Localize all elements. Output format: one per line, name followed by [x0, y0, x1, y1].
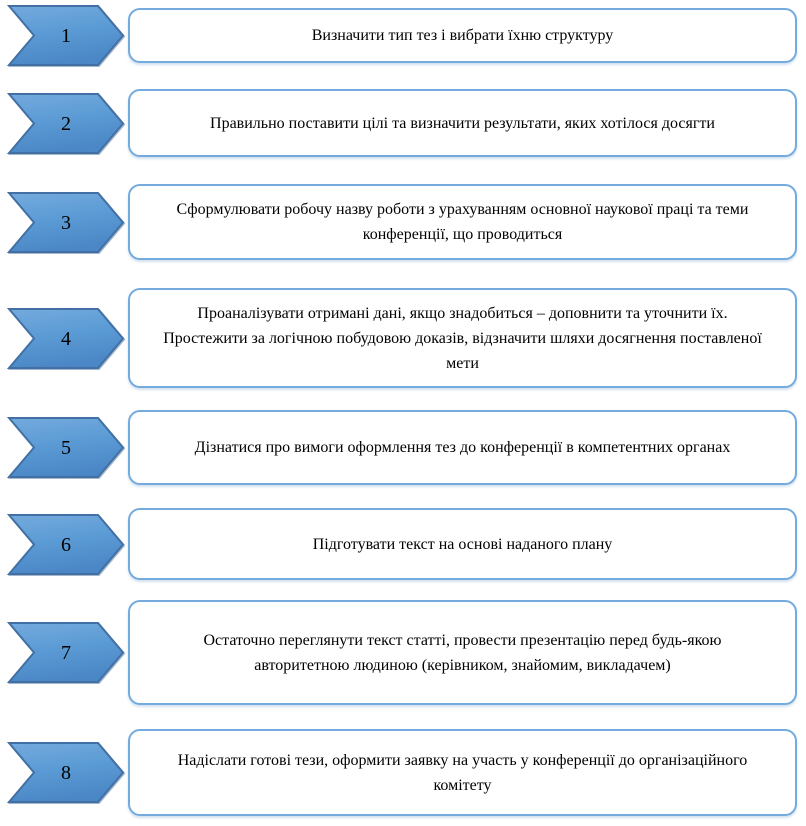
chevron-arrow-icon [7, 742, 125, 803]
step-row-6: 6 Підготувати текст на основі наданого п… [0, 508, 806, 580]
step-text: Сформулювати робочу назву роботи з ураху… [176, 201, 749, 243]
step-row-1: 1 Визначити тип тез і вибрати їхню струк… [0, 5, 806, 66]
step-4-box: Проаналізувати отримані дані, якщо знадо… [128, 288, 797, 388]
chevron-arrow-icon [7, 417, 125, 478]
step-1-box: Визначити тип тез і вибрати їхню структу… [128, 8, 797, 63]
step-number: 6 [61, 533, 71, 556]
step-text: Правильно поставити цілі та визначити ре… [210, 114, 715, 132]
step-text: Остаточно переглянути текст статті, пров… [203, 631, 722, 674]
step-text: Визначити тип тез і вибрати їхню структу… [311, 27, 614, 44]
chevron-arrow-icon [7, 307, 125, 369]
step-6-arrow: 6 [7, 513, 125, 576]
step-6-box: Підготувати текст на основі наданого пла… [128, 508, 797, 580]
step-row-5: 5 Дізнатися про вимоги оформлення тез до… [0, 410, 806, 485]
step-row-8: 8 Надіслати готові тези, оформити заявку… [0, 729, 806, 816]
step-7-arrow: 7 [7, 621, 125, 684]
step-text: Дізнатися про вимоги оформлення тез до к… [194, 439, 731, 456]
step-text: Підготувати текст на основі наданого пла… [312, 535, 613, 553]
chevron-arrow-icon [7, 92, 125, 154]
chevron-arrow-icon [7, 513, 125, 575]
step-text: Надіслати готові тези, оформити заявку н… [177, 751, 748, 794]
step-3-box: Сформулювати робочу назву роботи з ураху… [128, 184, 797, 260]
step-7-box: Остаточно переглянути текст статті, пров… [128, 600, 797, 705]
step-2-arrow: 2 [7, 92, 125, 155]
step-number: 2 [61, 112, 71, 135]
step-row-2: 2 Правильно поставити цілі та визначити … [0, 89, 806, 157]
chevron-arrow-icon [7, 5, 125, 66]
step-8-arrow: 8 [7, 741, 125, 804]
step-number: 8 [61, 762, 71, 784]
step-number: 1 [61, 25, 71, 47]
step-row-7: 7 Остаточно переглянути текст статті, пр… [0, 600, 806, 705]
step-2-box: Правильно поставити цілі та визначити ре… [128, 89, 797, 157]
step-3-arrow: 3 [7, 191, 125, 254]
chevron-arrow-icon [7, 191, 125, 253]
step-text: Проаналізувати отримані дані, якщо знадо… [163, 304, 762, 372]
step-5-box: Дізнатися про вимоги оформлення тез до к… [128, 410, 797, 485]
step-number: 3 [61, 211, 71, 234]
step-row-4: 4 Проаналізувати отримані дані, якщо зна… [0, 288, 806, 388]
step-number: 7 [61, 642, 71, 664]
step-4-arrow: 4 [7, 307, 125, 370]
chevron-arrow-icon [7, 622, 125, 683]
step-1-arrow: 1 [7, 4, 125, 67]
step-8-box: Надіслати готові тези, оформити заявку н… [128, 729, 797, 816]
step-row-3: 3 Сформулювати робочу назву роботи з ура… [0, 184, 806, 260]
step-number: 5 [61, 437, 71, 459]
step-number: 4 [61, 327, 71, 350]
step-5-arrow: 5 [7, 416, 125, 479]
